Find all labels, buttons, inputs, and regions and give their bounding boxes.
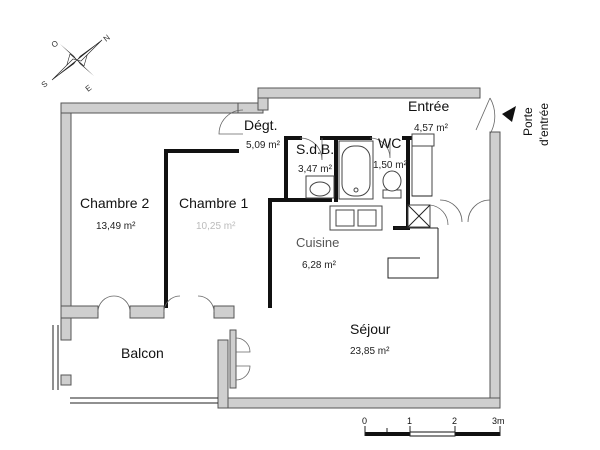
room-name-balcon: Balcon — [121, 345, 164, 361]
room-area-chambre2: 13,49 m² — [96, 221, 136, 232]
compass-e: E — [84, 83, 94, 93]
room-area-entree: 4,57 m² — [414, 123, 449, 134]
porte-label-line2: d'entrée — [537, 103, 551, 146]
scale-tick-0: 0 — [362, 416, 367, 426]
doors — [97, 97, 496, 381]
room-name-degt: Dégt. — [244, 117, 277, 133]
exterior-walls — [60, 87, 501, 409]
compass-rose: N S E O — [40, 33, 112, 94]
entrance-arrow — [502, 106, 516, 122]
room-area-cuisine: 6,28 m² — [302, 260, 337, 271]
scale-tick-3: 3m — [492, 416, 505, 426]
room-area-degt: 5,09 m² — [246, 140, 281, 151]
room-area-wc: 1,50 m² — [373, 160, 408, 171]
toilet — [382, 170, 402, 199]
compass-n: N — [102, 33, 112, 44]
scale-tick-2: 2 — [452, 416, 457, 426]
room-name-entree: Entrée — [408, 98, 449, 114]
bathtub — [338, 140, 374, 200]
scale-bar: 0 1 2 3m — [362, 416, 505, 437]
compass-o: O — [50, 39, 60, 50]
room-name-cuisine: Cuisine — [296, 235, 339, 250]
scale-tick-1: 1 — [407, 416, 412, 426]
balcony-rails — [52, 325, 237, 404]
washbasin — [305, 175, 335, 199]
porte-label-line1: Porte — [521, 107, 535, 136]
room-name-chambre2: Chambre 2 — [80, 195, 149, 211]
room-name-sejour: Séjour — [350, 321, 391, 337]
kitchen-counter — [329, 205, 439, 279]
room-name-chambre1: Chambre 1 — [179, 195, 248, 211]
room-name-wc: WC — [378, 135, 401, 151]
compass-s: S — [40, 79, 50, 89]
room-area-sdb: 3,47 m² — [298, 164, 333, 175]
room-area-chambre1: 10,25 m² — [196, 221, 236, 232]
room-name-sdb: S.d.B. — [296, 141, 334, 157]
room-area-sejour: 23,85 m² — [350, 346, 390, 357]
entry-panels — [407, 133, 435, 228]
